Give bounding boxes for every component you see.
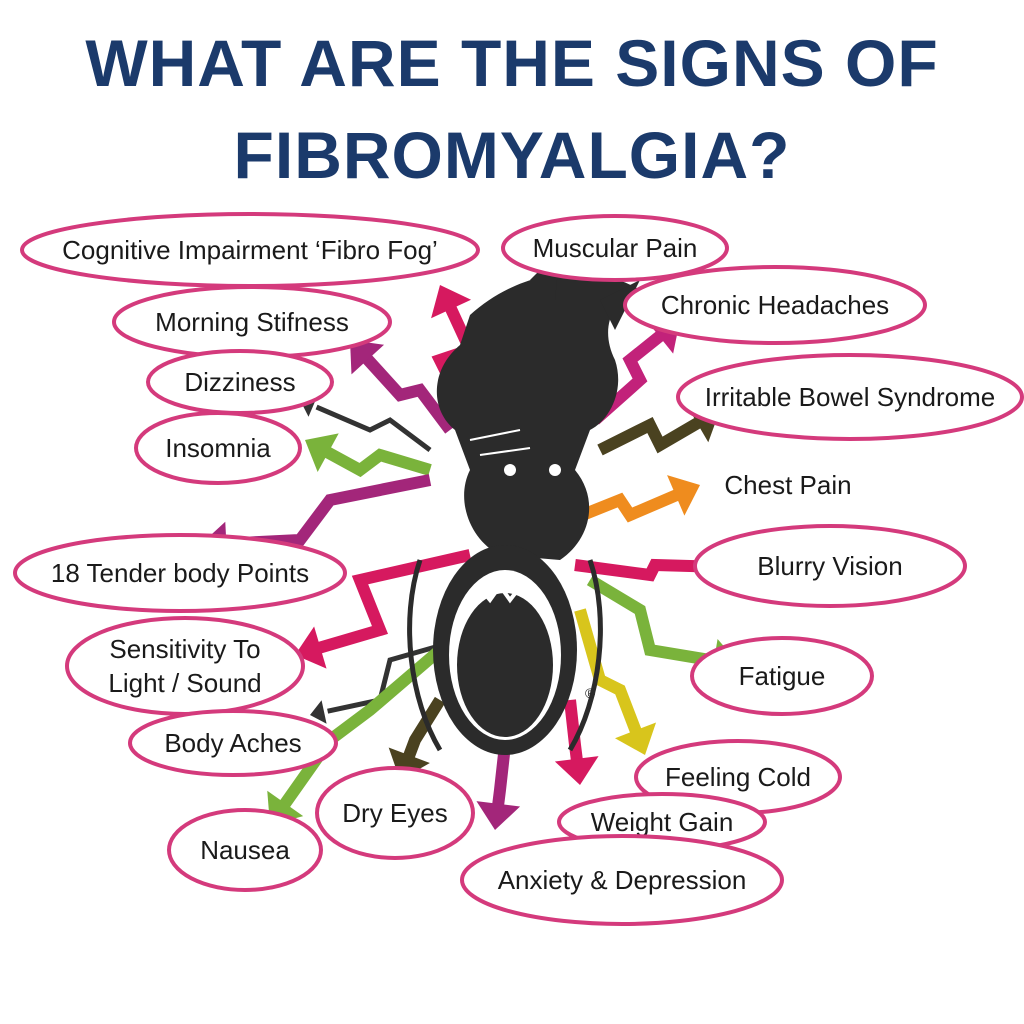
sign-label: Feeling Cold [665,762,811,792]
sign-label: Body Aches [164,728,301,758]
sign-5: Irritable Bowel Syndrome [676,353,1024,441]
arrow-3 [357,349,455,434]
arrow-6 [317,443,432,478]
arrowhead-0 [431,285,472,319]
sign-label: Dizziness [184,367,295,397]
sign-14: Dry Eyes [315,766,475,860]
sign-label: Anxiety & Depression [498,865,747,895]
sign-label: Dry Eyes [342,798,447,828]
sign-3: Morning Stifness [112,285,392,359]
sign-oval [460,834,784,926]
sign-8: 18 Tender body Points [13,533,347,613]
arrow-2 [591,326,670,425]
sign-10: Sensitivity To Light / Sound [65,616,305,716]
arrowhead-3 [350,340,385,375]
arrow-12 [327,637,461,714]
sign-label: Insomnia [165,433,271,463]
sign-7: Chest Pain [724,470,851,500]
sign-label: Nausea [200,835,290,865]
arrow-10 [310,549,472,656]
sign-oval [65,616,305,716]
arrow-4 [315,404,432,452]
arrowhead-6 [305,433,339,472]
sign-9: Blurry Vision [693,524,967,608]
sign-oval [13,533,347,613]
sign-labels: Cognitive Impairment ‘Fibro Fog’ Muscular… [13,212,1024,926]
sign-0: Cognitive Impairment ‘Fibro Fog’ [20,212,480,288]
arrowhead-15 [554,756,599,785]
sign-1: Muscular Pain [501,214,729,282]
sign-oval [315,766,475,860]
arrow-8 [217,474,432,551]
sign-oval [167,808,323,892]
sign-label: Muscular Pain [533,233,698,263]
sign-12: Body Aches [128,709,338,777]
sign-oval [690,636,874,716]
arrowhead-17 [476,801,521,830]
sign-label: Fatigue [739,661,826,691]
sign-label: Blurry Vision [757,551,902,581]
registered-mark: ® [585,685,596,701]
sign-label: Cognitive Impairment ‘Fibro Fog’ [62,235,438,265]
sign-oval [693,524,967,608]
arrowhead-12 [310,700,327,724]
sign-4: Dizziness [146,349,334,415]
arrow-16 [275,645,444,814]
arrow-13 [574,608,645,741]
sign-label: Chronic Headaches [661,290,889,320]
sign-oval [134,411,302,485]
arrow-5 [597,413,708,456]
arrow-7 [567,486,686,526]
sign-label: Chest Pain [724,470,851,500]
sign-oval [128,709,338,777]
sign-oval [676,353,1024,441]
sign-17: Anxiety & Depression [460,834,784,926]
sign-2: Chronic Headaches [623,265,927,345]
title-line-1: WHAT ARE THE SIGNS OF [85,26,939,100]
sign-label: Sensitivity To [109,634,260,664]
sign-label: Irritable Bowel Syndrome [705,382,995,412]
arrowhead-7 [667,475,700,516]
sign-6: Insomnia [134,411,302,485]
sign-label: Weight Gain [591,807,734,837]
title-line-2: FIBROMYALGIA? [233,118,791,192]
arrow-17 [491,744,511,813]
sign-label: 18 Tender body Points [51,558,309,588]
arrowhead-13 [614,722,657,755]
sign-16: Nausea [167,808,323,892]
screaming-figure-icon [407,250,640,755]
arrow-group [200,275,760,830]
sign-11: Fatigue [690,636,874,716]
sign-label: Light / Sound [108,668,261,698]
sign-label: Morning Stifness [155,307,349,337]
sign-oval [501,214,729,282]
arrow-11 [586,574,724,668]
sign-oval [623,265,927,345]
